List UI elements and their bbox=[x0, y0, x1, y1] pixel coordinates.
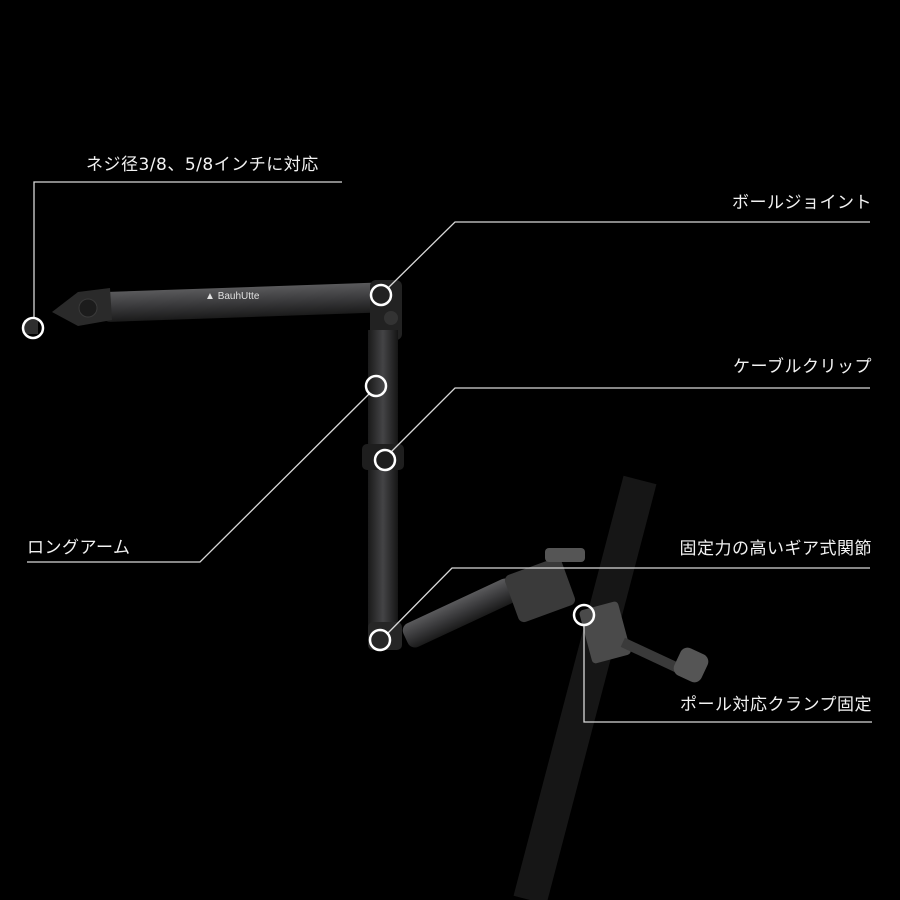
callout-ball-joint: ボールジョイント bbox=[732, 193, 872, 213]
callout-long-arm: ロングアーム bbox=[27, 538, 131, 558]
callout-gear-joint: 固定力の高いギア式関節 bbox=[679, 539, 872, 559]
brand-name: BauhUtte bbox=[218, 291, 260, 302]
brand-logo-icon: ▲ bbox=[205, 291, 218, 302]
gear-joint-clamp bbox=[402, 548, 709, 683]
horizontal-arm bbox=[24, 282, 401, 334]
callout-pole-clamp: ポール対応クランプ固定 bbox=[680, 695, 872, 715]
pole bbox=[513, 475, 657, 900]
callout-cable-clip: ケーブルクリップ bbox=[733, 357, 872, 377]
callout-lines bbox=[27, 181, 872, 723]
callout-markers bbox=[21, 283, 596, 652]
brand-logo: ▲ BauhUtte bbox=[205, 291, 260, 302]
vertical-arm bbox=[362, 280, 404, 650]
callout-thread-size: ネジ径3/8、5/8インチに対応 bbox=[86, 155, 319, 175]
